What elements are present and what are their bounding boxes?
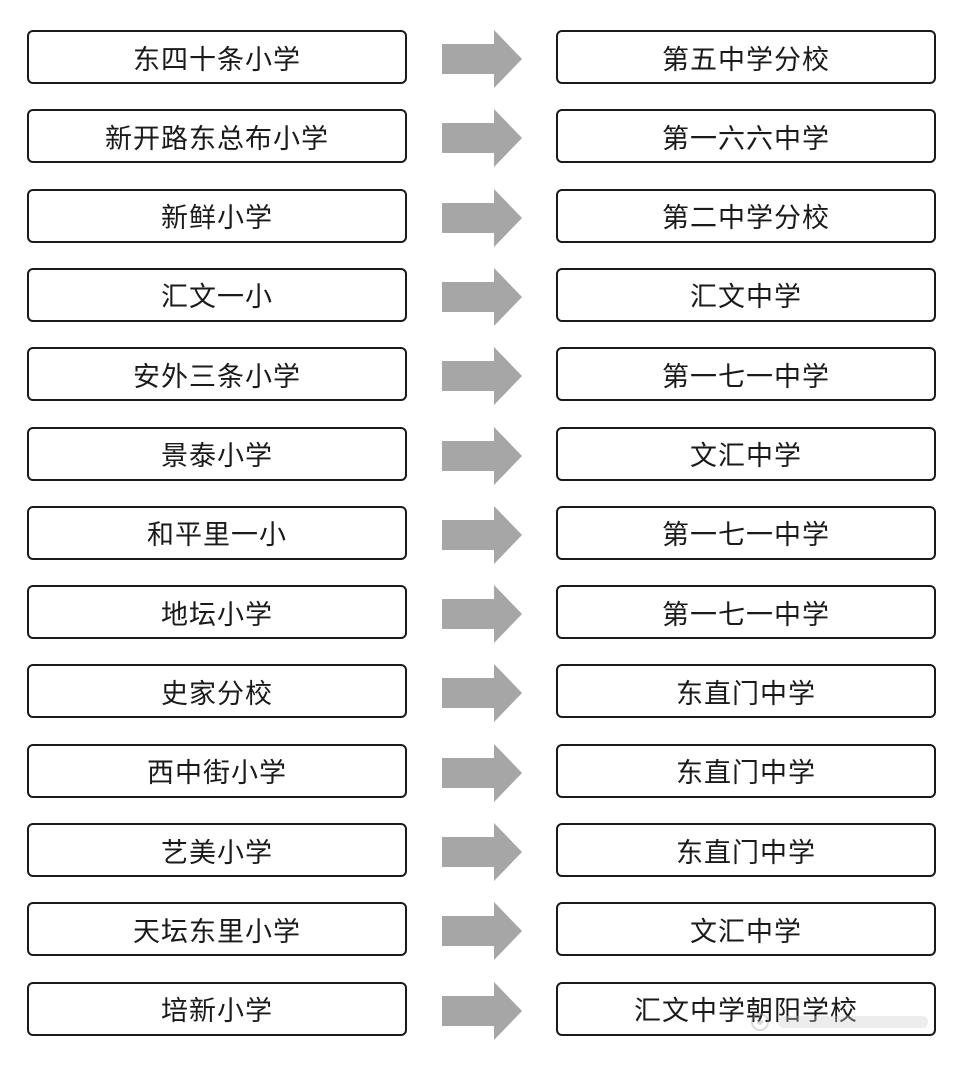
arrow-shape	[442, 30, 522, 88]
arrow-shape	[442, 267, 522, 326]
secondary-school-box: 第一七一中学	[556, 347, 936, 402]
mapping-row: 艺美小学 东直门中学	[0, 823, 962, 881]
primary-school-box: 西中街小学	[27, 743, 407, 798]
arrow-right-icon	[442, 109, 522, 168]
arrow-shape	[442, 347, 522, 406]
arrow-right-icon	[442, 902, 522, 961]
arrow-shape	[442, 426, 522, 485]
secondary-school-box: 第一六六中学	[556, 109, 936, 164]
primary-school-box: 安外三条小学	[27, 347, 407, 402]
primary-school-box: 艺美小学	[27, 823, 407, 877]
mapping-row: 天坛东里小学 文汇中学	[0, 902, 962, 961]
primary-school-box: 东四十条小学	[27, 30, 407, 84]
mapping-row: 汇文一小 汇文中学	[0, 267, 962, 326]
mapping-row: 新开路东总布小学 第一六六中学	[0, 109, 962, 168]
arrow-right-icon	[442, 267, 522, 326]
arrow-right-icon	[442, 426, 522, 485]
arrow-right-icon	[442, 664, 522, 723]
secondary-school-box: 文汇中学	[556, 902, 936, 957]
mapping-row: 和平里一小 第一七一中学	[0, 505, 962, 564]
secondary-school-box: 东直门中学	[556, 823, 936, 877]
arrow-right-icon	[442, 505, 522, 564]
mapping-row: 新鲜小学 第二中学分校	[0, 188, 962, 247]
primary-school-box: 景泰小学	[27, 426, 407, 481]
secondary-school-box: 汇文中学朝阳学校	[556, 981, 936, 1036]
primary-school-box: 新鲜小学	[27, 188, 407, 243]
arrow-right-icon	[442, 30, 522, 88]
secondary-school-box: 东直门中学	[556, 743, 936, 798]
arrow-shape	[442, 188, 522, 247]
mapping-row: 史家分校 东直门中学	[0, 664, 962, 723]
secondary-school-box: 东直门中学	[556, 664, 936, 719]
primary-school-box: 汇文一小	[27, 267, 407, 322]
secondary-school-box: 第五中学分校	[556, 30, 936, 84]
arrow-right-icon	[442, 823, 522, 881]
mapping-row: 西中街小学 东直门中学	[0, 743, 962, 802]
secondary-school-box: 第一七一中学	[556, 585, 936, 640]
primary-school-box: 天坛东里小学	[27, 902, 407, 957]
arrow-shape	[442, 902, 522, 961]
arrow-shape	[442, 505, 522, 564]
arrow-shape	[442, 585, 522, 644]
arrow-right-icon	[442, 347, 522, 406]
mapping-row: 培新小学 汇文中学朝阳学校	[0, 981, 962, 1040]
arrow-shape	[442, 823, 522, 881]
primary-school-box: 地坛小学	[27, 585, 407, 640]
mapping-row: 东四十条小学 第五中学分校	[0, 30, 962, 88]
arrow-right-icon	[442, 188, 522, 247]
secondary-school-box: 汇文中学	[556, 267, 936, 322]
primary-school-box: 和平里一小	[27, 505, 407, 560]
secondary-school-box: 第一七一中学	[556, 505, 936, 560]
primary-school-box: 培新小学	[27, 981, 407, 1036]
watermark-logo	[751, 1013, 928, 1031]
secondary-school-box: 第二中学分校	[556, 188, 936, 243]
arrow-shape	[442, 664, 522, 723]
arrow-right-icon	[442, 743, 522, 802]
secondary-school-box: 文汇中学	[556, 426, 936, 481]
mapping-row: 景泰小学 文汇中学	[0, 426, 962, 485]
arrow-right-icon	[442, 585, 522, 644]
primary-school-box: 新开路东总布小学	[27, 109, 407, 164]
arrow-shape	[442, 981, 522, 1040]
mapping-row: 安外三条小学 第一七一中学	[0, 347, 962, 406]
arrow-shape	[442, 109, 522, 168]
primary-school-box: 史家分校	[27, 664, 407, 719]
arrow-shape	[442, 743, 522, 802]
arrow-right-icon	[442, 981, 522, 1040]
mapping-row: 地坛小学 第一七一中学	[0, 585, 962, 644]
